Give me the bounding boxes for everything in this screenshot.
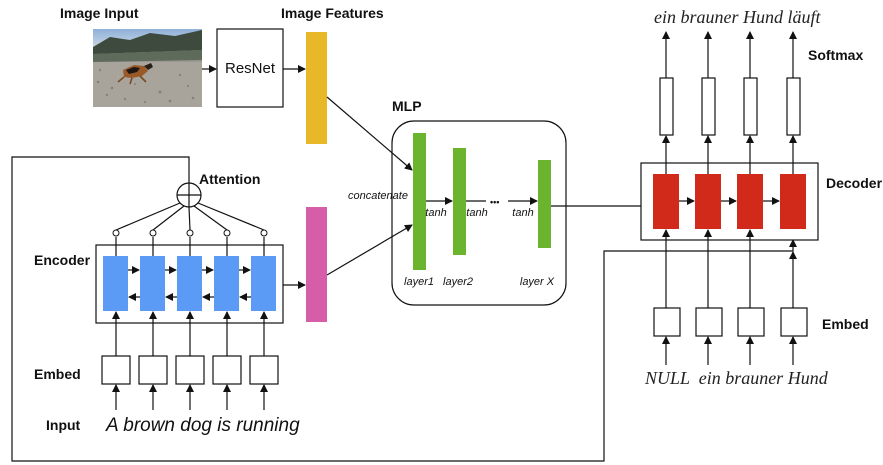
softmax-box-2 bbox=[701, 77, 716, 136]
encoder-cells bbox=[103, 256, 276, 311]
embed-right-box-4 bbox=[780, 307, 808, 337]
tanh-label-2: tanh bbox=[466, 207, 487, 219]
decoder-embed-boxes bbox=[653, 307, 808, 337]
embed-right-box-2 bbox=[695, 307, 723, 337]
softmax-boxes bbox=[659, 77, 801, 136]
decoder-input-sentence: NULL ein brauner Hund bbox=[644, 368, 829, 388]
embed-right-label: Embed bbox=[822, 316, 869, 332]
decoder-cell-4 bbox=[780, 174, 806, 229]
encoder-cell-3 bbox=[177, 256, 202, 311]
resnet-label: ResNet bbox=[225, 60, 276, 77]
embed-to-encoder-arrows bbox=[112, 311, 268, 356]
embed-left-box-4 bbox=[212, 355, 242, 385]
mlp-layer1 bbox=[413, 133, 426, 270]
tanh-label-1: tanh bbox=[425, 207, 446, 219]
decoder-input-to-embed-arrows bbox=[662, 336, 797, 365]
attention-label: Attention bbox=[199, 171, 260, 187]
attention-to-mlp-arrow bbox=[326, 224, 413, 276]
embed-to-decoder-arrows bbox=[662, 229, 797, 308]
image-features-bar bbox=[306, 32, 327, 144]
softmax-box-3 bbox=[743, 77, 758, 136]
encoder-recurrent-arrows bbox=[128, 266, 251, 301]
decoder-cells bbox=[653, 174, 806, 229]
embed-left-label: Embed bbox=[34, 366, 81, 382]
encoder-cell-5 bbox=[251, 256, 276, 311]
input-label: Input bbox=[46, 417, 81, 433]
encoder-cell-4 bbox=[214, 256, 239, 311]
embed-right-box-3 bbox=[737, 307, 765, 337]
encoder-cell-1 bbox=[103, 256, 128, 311]
decoder-to-softmax-arrows bbox=[662, 135, 797, 174]
output-sentence: ein brauner Hund läuft bbox=[654, 7, 821, 27]
mlp-box bbox=[391, 120, 567, 306]
attention-vector-bar bbox=[306, 207, 327, 322]
resnet-box bbox=[216, 28, 284, 108]
decoder-label: Decoder bbox=[826, 175, 883, 191]
layerx-label: layer X bbox=[520, 276, 555, 288]
softmax-box-1 bbox=[659, 77, 674, 136]
softmax-box-4 bbox=[786, 77, 801, 136]
concatenate-label: concatenate bbox=[348, 190, 408, 202]
mlp-layerx bbox=[538, 160, 551, 248]
ellipsis-dots: ••• bbox=[490, 197, 499, 207]
input-sentence: A brown dog is running bbox=[105, 415, 300, 436]
embed-left-box-1 bbox=[101, 355, 131, 385]
input-to-embed-arrows bbox=[112, 384, 268, 410]
attention-connections bbox=[112, 202, 268, 256]
embed-right-box-1 bbox=[653, 307, 681, 337]
layer2-label: layer2 bbox=[443, 276, 473, 288]
embed-left-box-3 bbox=[175, 355, 205, 385]
layer1-label: layer1 bbox=[404, 276, 434, 288]
decoder-to-attention-feedback-line bbox=[11, 156, 797, 462]
tanh-label-3: tanh bbox=[512, 207, 533, 219]
decoder-cell-2 bbox=[695, 174, 721, 229]
embed-left-box-5 bbox=[249, 355, 279, 385]
encoder-embed-boxes bbox=[101, 355, 279, 385]
encoder-cell-2 bbox=[140, 256, 165, 311]
embed-left-box-2 bbox=[138, 355, 168, 385]
dog-photo bbox=[93, 29, 202, 107]
mlp-layer2 bbox=[453, 148, 466, 255]
encoder-label: Encoder bbox=[34, 252, 91, 268]
softmax-to-output-arrows bbox=[662, 31, 797, 78]
features-to-mlp-arrow bbox=[326, 96, 413, 171]
decoder-cell-3 bbox=[737, 174, 763, 229]
mlp-label: MLP bbox=[392, 98, 422, 114]
softmax-label: Softmax bbox=[808, 47, 863, 63]
image-input-label: Image Input bbox=[60, 5, 139, 21]
image-features-label: Image Features bbox=[281, 5, 384, 21]
attention-sum-node bbox=[176, 182, 202, 208]
decoder-cell-1 bbox=[653, 174, 679, 229]
